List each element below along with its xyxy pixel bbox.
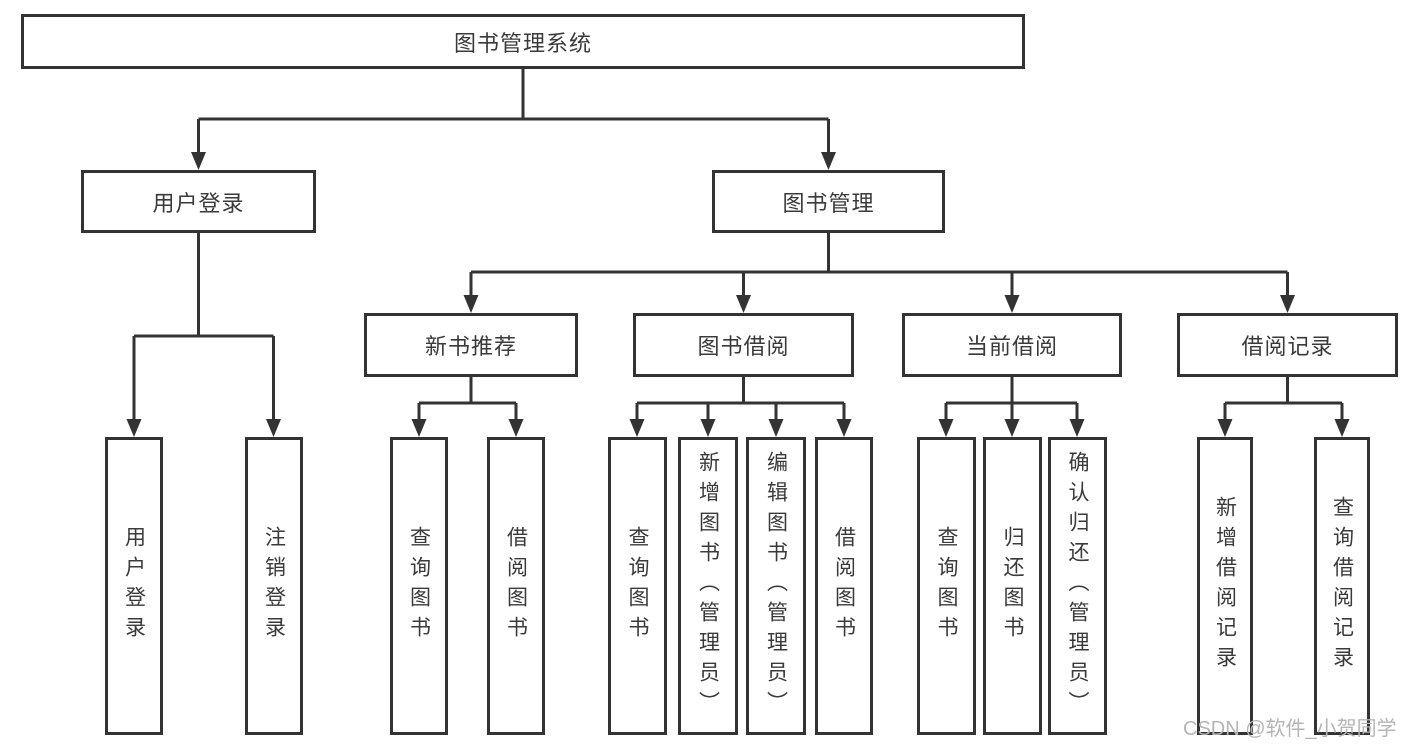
node-library-system: 图书管理系统 [21, 14, 1025, 69]
leaf-borrow-books: 借阅图书 [815, 437, 873, 735]
leaf-add-borrow-record: 新增借阅记录 [1197, 437, 1253, 735]
node-library-system-label: 图书管理系统 [453, 30, 592, 56]
leaf-edit-books-admin: 编辑图书（管理员） [746, 437, 806, 735]
leaf-confirm-return-admin: 确认归还（管理员） [1048, 437, 1107, 735]
leaf-recommend-borrow-books: 借阅图书 [487, 437, 545, 735]
leaf-add-borrow-record-label: 新增借阅记录 [1213, 496, 1237, 676]
leaf-recommend-query-books: 查询图书 [390, 437, 448, 735]
leaf-confirm-return-admin-label: 确认归还（管理员） [1066, 451, 1089, 721]
node-user-login: 用户登录 [81, 170, 316, 233]
leaf-return-books-label: 归还图书 [1001, 526, 1024, 646]
leaf-borrow-books-label: 借阅图书 [832, 526, 856, 646]
leaf-return-books: 归还图书 [983, 437, 1042, 735]
leaf-borrow-query-books: 查询图书 [608, 437, 667, 735]
leaf-add-books-admin: 新增图书（管理员） [678, 437, 738, 735]
node-current-borrow: 当前借阅 [902, 313, 1122, 377]
leaf-current-query-books: 查询图书 [917, 437, 976, 735]
leaf-user-login-label: 用户登录 [122, 526, 146, 646]
leaf-query-borrow-record-label: 查询借阅记录 [1330, 496, 1354, 676]
leaf-user-login: 用户登录 [105, 437, 163, 735]
node-borrow-records: 借阅记录 [1177, 313, 1398, 377]
leaf-recommend-query-books-label: 查询图书 [407, 526, 431, 646]
node-book-borrow-label: 图书借阅 [697, 334, 790, 359]
node-new-book-recommend-label: 新书推荐 [424, 334, 517, 359]
leaf-recommend-borrow-books-label: 借阅图书 [504, 526, 528, 646]
connector-paths [132, 69, 1344, 421]
leaf-logout-label: 注销登录 [262, 526, 286, 646]
leaf-edit-books-admin-label: 编辑图书（管理员） [764, 451, 788, 721]
leaf-query-borrow-record: 查询借阅记录 [1314, 437, 1370, 735]
leaf-add-books-admin-label: 新增图书（管理员） [696, 451, 720, 721]
leaf-current-query-books-label: 查询图书 [935, 526, 958, 646]
arrowheads [126, 152, 1350, 437]
node-current-borrow-label: 当前借阅 [965, 334, 1058, 359]
leaf-borrow-query-books-label: 查询图书 [626, 526, 649, 646]
node-user-login-label: 用户登录 [152, 190, 245, 216]
node-book-borrow: 图书借阅 [633, 313, 854, 377]
node-book-management: 图书管理 [712, 170, 945, 233]
node-borrow-records-label: 借阅记录 [1241, 334, 1334, 359]
leaf-logout: 注销登录 [245, 437, 303, 735]
node-book-management-label: 图书管理 [782, 190, 875, 216]
node-new-book-recommend: 新书推荐 [364, 313, 578, 377]
watermark: CSDN @软件_小贺同学 [1183, 718, 1397, 740]
